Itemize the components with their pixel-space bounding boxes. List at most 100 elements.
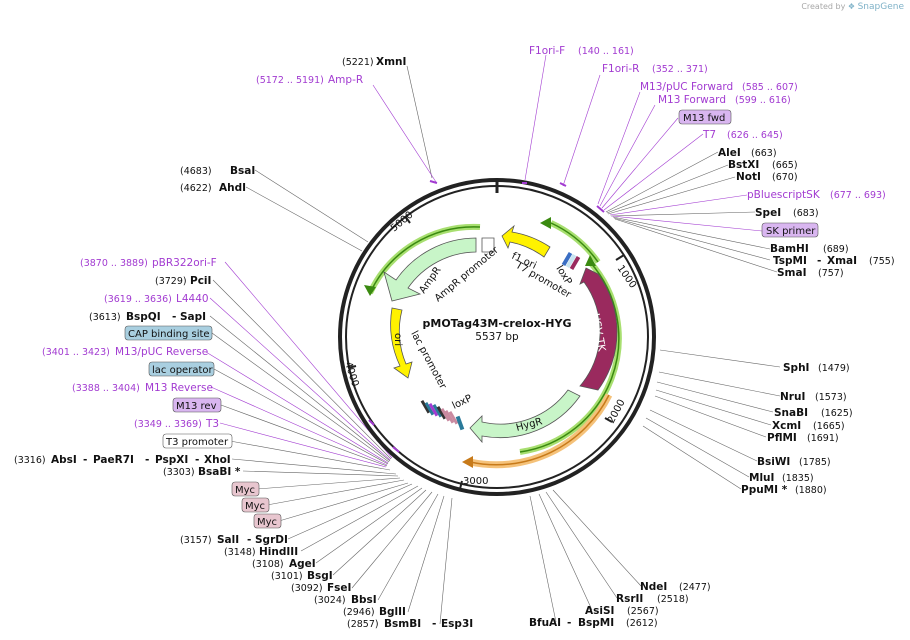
site-pos-bsabi: (3303) bbox=[163, 467, 195, 478]
site-name-bspmi: BspMI bbox=[578, 617, 614, 629]
primer-name-t7: T7 bbox=[702, 129, 716, 141]
site-pos-hindiii: (3148) bbox=[224, 547, 256, 558]
site-name-bamhi: BamHI bbox=[770, 243, 809, 255]
site-name-sapi: SapI bbox=[180, 311, 206, 323]
site-name-xmai: XmaI bbox=[827, 255, 857, 267]
site-name-fsei: FseI bbox=[327, 582, 351, 594]
lac-promoter-label: lac promoter bbox=[408, 329, 448, 391]
primer-name-m13puc-fwd: M13/pUC Forward bbox=[640, 81, 733, 93]
site-name-sali: SalI bbox=[217, 534, 239, 546]
site-name-mlui: MluI bbox=[749, 472, 774, 484]
site-pos-sphi: (1479) bbox=[818, 363, 850, 374]
site-name-noti: NotI bbox=[736, 171, 761, 183]
site-name-ahdi: AhdI bbox=[219, 182, 246, 194]
site-pos-ndei: (2477) bbox=[679, 582, 711, 593]
tick-label-3000: 3000 bbox=[463, 476, 488, 487]
site-dash-bfuai: - bbox=[567, 617, 571, 629]
site-pos-agei: (3108) bbox=[252, 559, 284, 570]
site-pos-tspmi: (755) bbox=[869, 256, 895, 267]
site-name-alei: AleI bbox=[718, 147, 741, 159]
site-name-sgrdi: SgrDI bbox=[255, 534, 288, 546]
site-name-bsgi: BsgI bbox=[307, 570, 333, 582]
site-name-pcii: PciI bbox=[190, 275, 211, 287]
site-pos-nrui: (1573) bbox=[815, 392, 847, 403]
plasmid-name: pMOTag43M-crelox-HYG bbox=[423, 317, 572, 330]
site-pos-alei: (663) bbox=[751, 148, 777, 159]
site-name-xmni: XmnI bbox=[376, 56, 406, 68]
site-dash-paer7i: - bbox=[145, 454, 149, 466]
site-pos-ppumi: (1880) bbox=[795, 485, 827, 496]
primer-range-t3: (3349 .. 3369) bbox=[134, 419, 202, 430]
site-pos-bsmbi: (2857) bbox=[347, 619, 379, 630]
primer-name-m13-forward: M13 Forward bbox=[658, 94, 726, 106]
primer-range-l4440: (3619 .. 3636) bbox=[104, 294, 172, 305]
site-name-sphi: SphI bbox=[783, 362, 809, 374]
site-pos-bsgi: (3101) bbox=[271, 571, 303, 582]
myc-box-2 bbox=[241, 497, 270, 513]
site-name-hindiii: HindIII bbox=[259, 546, 298, 558]
site-pos-mlui: (1835) bbox=[782, 473, 814, 484]
site-name-pspxi: PspXI bbox=[155, 454, 188, 466]
primer-name-f1ori-r: F1ori-R bbox=[602, 63, 639, 75]
orf-arcs bbox=[364, 217, 622, 469]
site-name-agei: AgeI bbox=[289, 558, 316, 570]
site-name-bsmbi: BsmBI bbox=[384, 618, 421, 630]
sk-primer-box bbox=[761, 222, 819, 238]
site-dash-sali: - bbox=[247, 534, 251, 546]
site-name-bbsi: BbsI bbox=[351, 594, 377, 606]
site-name-smai: SmaI bbox=[777, 267, 807, 279]
m13-fwd-box bbox=[678, 109, 732, 125]
site-pos-absi: (3316) bbox=[14, 455, 46, 466]
feature-t3-promoter: T3 promoter bbox=[165, 437, 229, 448]
primer-name-l4440: L4440 bbox=[176, 293, 209, 305]
hygr-arrow bbox=[469, 389, 581, 444]
m13-rev-box bbox=[172, 397, 222, 413]
credit-brand: SnapGene bbox=[857, 2, 904, 12]
primer-name-m13-reverse: M13 Reverse bbox=[145, 382, 213, 394]
f1-ori-arrow bbox=[501, 224, 551, 258]
site-pos-bsiwi: (1785) bbox=[799, 457, 831, 468]
ampr-arrow bbox=[383, 237, 477, 302]
site-name-ndei: NdeI bbox=[640, 581, 667, 593]
site-pos-pflmi: (1691) bbox=[807, 433, 839, 444]
site-pos-xmni: (5221) bbox=[342, 57, 374, 68]
site-pos-bbsi: (3024) bbox=[314, 595, 346, 606]
ori-label: ori bbox=[392, 333, 403, 346]
site-name-bstxi: BstXI bbox=[728, 159, 759, 171]
primer-name-pbr322ori-f: pBR322ori-F bbox=[152, 257, 217, 269]
feature-cap-binding-site: CAP binding site bbox=[128, 329, 210, 340]
snapgene-credit: Created by ❖ SnapGene bbox=[801, 2, 904, 12]
site-dash-bspqi: - bbox=[172, 311, 176, 323]
primer-name-t3: T3 bbox=[205, 418, 219, 430]
primer-range-f1ori-f: (140 .. 161) bbox=[578, 46, 634, 57]
site-dash-tspmi: - bbox=[817, 255, 821, 267]
site-pos-bspqi: (3613) bbox=[89, 312, 121, 323]
ampr-promoter-shape bbox=[481, 237, 495, 253]
site-name-bsai: BsaI bbox=[230, 165, 255, 177]
site-pos-bsai: (4683) bbox=[180, 166, 212, 177]
site-name-snabi: SnaBI bbox=[774, 407, 808, 419]
site-name-bsiwi: BsiWI bbox=[757, 456, 790, 468]
primer-name-sk-primer: SK primer bbox=[766, 226, 816, 237]
small-elements bbox=[420, 251, 581, 431]
primer-marks bbox=[368, 180, 605, 453]
site-name-bfuai: BfuAI bbox=[529, 617, 561, 629]
primer-range-pbr322ori-f: (3870 .. 3889) bbox=[80, 258, 148, 269]
site-pos-snabi: (1625) bbox=[821, 408, 853, 419]
site-name-paer7i: PaeR7I bbox=[93, 454, 134, 466]
primer-name-pbluescriptsk: pBluescriptSK bbox=[747, 189, 821, 201]
site-pos-smai: (757) bbox=[818, 268, 844, 279]
feature-lac-operator: lac operator bbox=[152, 365, 213, 376]
site-name-bspqi: BspQI bbox=[126, 311, 161, 323]
site-pos-spei: (683) bbox=[793, 208, 819, 219]
site-pos-xcmi: (1665) bbox=[813, 421, 845, 432]
credit-prefix: Created by bbox=[801, 2, 846, 11]
site-name-bsabi: BsaBI * bbox=[198, 466, 241, 478]
site-name-nrui: NruI bbox=[780, 391, 805, 403]
site-name-esp3i: Esp3I bbox=[441, 618, 473, 630]
site-name-ppumi: PpuMI * bbox=[741, 484, 788, 496]
site-name-absi: AbsI bbox=[51, 454, 77, 466]
site-name-xcmi: XcmI bbox=[772, 420, 801, 432]
primer-name-m13-rev: M13 rev bbox=[176, 401, 217, 412]
tick-marks bbox=[347, 215, 625, 490]
